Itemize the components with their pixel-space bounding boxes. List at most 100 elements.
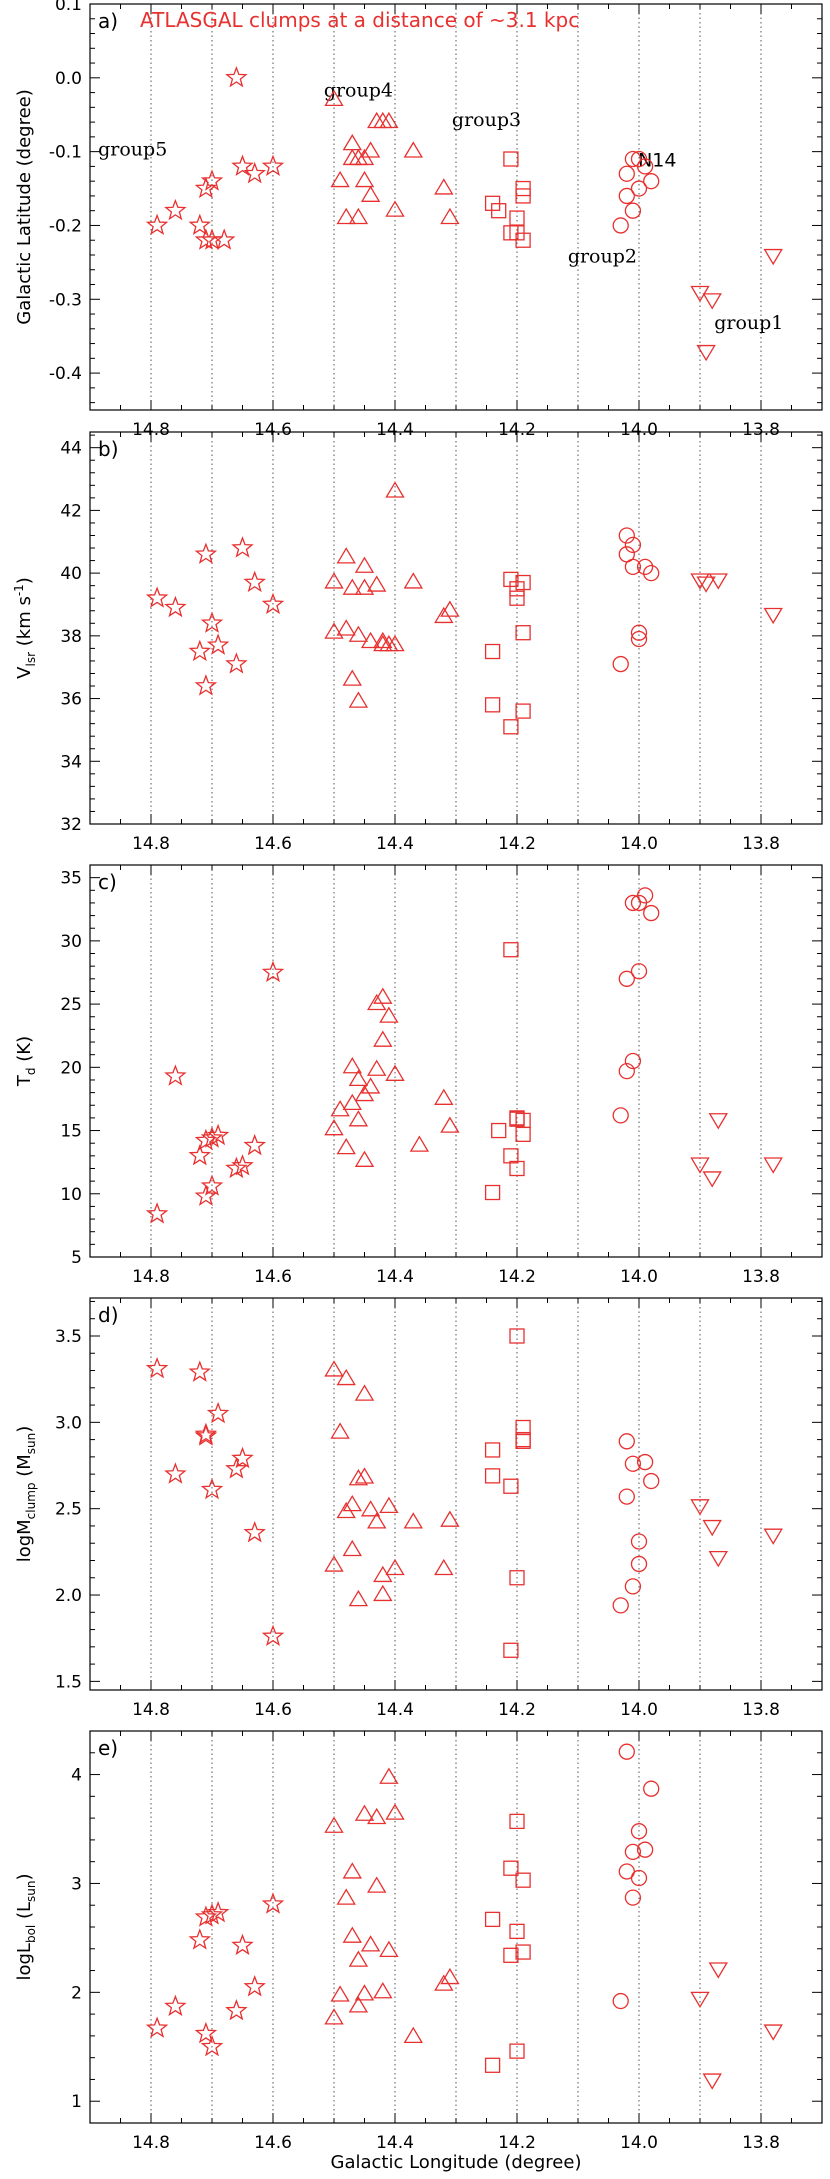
triangle-marker [440, 1510, 460, 1527]
triangle-marker [336, 1137, 356, 1155]
y-tick-label: 2.0 [55, 1586, 82, 1606]
triangle-marker [342, 578, 362, 595]
triangle-marker [403, 1512, 423, 1529]
y-tick-label: 40 [60, 564, 82, 584]
triangle-marker [348, 1950, 369, 1967]
inverted-triangle-marker [702, 1171, 722, 1188]
square-marker [509, 1570, 525, 1586]
square-marker [503, 1148, 519, 1164]
star-marker [194, 1422, 218, 1445]
star-marker [200, 1903, 224, 1925]
square-marker [484, 643, 501, 660]
inverted-triangle-marker [690, 1499, 710, 1516]
panel-label: b) [98, 437, 119, 461]
triangle-marker [324, 572, 344, 589]
square-marker [509, 1813, 525, 1830]
circle-marker [624, 1843, 642, 1861]
square-marker [484, 697, 501, 713]
inverted-triangle-marker [763, 607, 783, 625]
triangle-marker [348, 625, 369, 642]
star-marker [231, 1446, 254, 1469]
star-marker [200, 1174, 224, 1196]
triangle-marker [348, 207, 369, 225]
circle-marker [630, 963, 648, 980]
triangle-marker [367, 1512, 387, 1529]
y-tick-label: 0.1 [55, 0, 82, 15]
y-tick-label: -0.3 [49, 290, 82, 310]
circle-marker [624, 150, 642, 168]
triangle-marker [324, 622, 344, 639]
triangle-marker [385, 481, 405, 498]
x-tick-label: 13.8 [742, 1700, 780, 1720]
y-tick-label: -0.1 [49, 143, 82, 163]
x-tick-label: 14.6 [254, 2133, 292, 2153]
triangle-marker [354, 1984, 375, 2001]
star-marker [243, 1975, 266, 1997]
triangle-marker [360, 185, 381, 202]
inverted-triangle-marker [696, 576, 716, 593]
triangle-marker [342, 1926, 362, 1943]
circle-marker [643, 904, 660, 922]
circle-marker [643, 564, 660, 582]
triangle-marker [373, 1982, 393, 1999]
square-marker [509, 1923, 525, 1940]
triangle-marker [348, 691, 369, 708]
triangle-marker [360, 631, 381, 649]
y-tick-label: 3 [71, 1874, 82, 1894]
star-marker [145, 2016, 169, 2038]
triangle-marker [434, 1558, 454, 1576]
circle-marker [618, 970, 635, 987]
triangle-marker [373, 987, 393, 1004]
triangle-marker [354, 1384, 375, 1401]
triangle-marker [373, 1584, 393, 1602]
inverted-triangle-marker [690, 573, 710, 590]
inverted-triangle-marker [708, 573, 728, 590]
group-annotation: group2 [568, 245, 637, 267]
triangle-marker [324, 1119, 344, 1136]
circle-marker [624, 1455, 642, 1472]
star-marker [200, 611, 224, 633]
star-marker [261, 1624, 285, 1647]
y-tick-label: 34 [60, 752, 82, 772]
y-tick-label: 42 [60, 501, 82, 521]
triangle-marker [354, 1467, 375, 1484]
square-marker [503, 1478, 519, 1494]
circle-marker [618, 165, 635, 182]
triangle-marker [373, 111, 393, 129]
triangle-marker [379, 1940, 399, 1958]
square-marker [515, 1944, 531, 1960]
x-tick-label: 14.6 [254, 1267, 292, 1287]
x-tick-label: 14.2 [498, 1267, 536, 1287]
circle-marker [636, 558, 654, 575]
star-marker [194, 2021, 218, 2044]
star-marker [225, 1457, 248, 1479]
circle-marker [630, 1869, 648, 1887]
triangle-marker [342, 1862, 362, 1879]
x-tick-label: 14.4 [376, 420, 414, 440]
y-tick-label: 15 [60, 1122, 82, 1142]
x-tick-label: 14.0 [620, 834, 658, 854]
y-tick-label: 5 [71, 1248, 82, 1268]
inverted-triangle-marker [702, 293, 722, 310]
circle-marker [612, 1992, 629, 2010]
triangle-marker [324, 1555, 344, 1572]
star-marker [194, 228, 218, 250]
inverted-triangle-marker [708, 1962, 728, 1979]
triangle-marker [354, 170, 375, 188]
triangle-marker [367, 993, 387, 1011]
circle-marker [624, 558, 642, 575]
triangle-marker [336, 1368, 356, 1386]
star-marker [164, 1994, 187, 2017]
triangle-marker [440, 207, 460, 225]
triangle-marker [367, 1876, 387, 1893]
circle-marker [630, 1555, 648, 1573]
inverted-triangle-marker [763, 1528, 783, 1545]
circle-marker [630, 1533, 648, 1550]
circle-marker [612, 217, 629, 234]
star-marker [164, 1462, 187, 1484]
triangle-marker [342, 1093, 362, 1111]
square-marker [515, 703, 531, 719]
circle-marker [643, 1472, 660, 1490]
x-tick-label: 14.6 [254, 420, 292, 440]
